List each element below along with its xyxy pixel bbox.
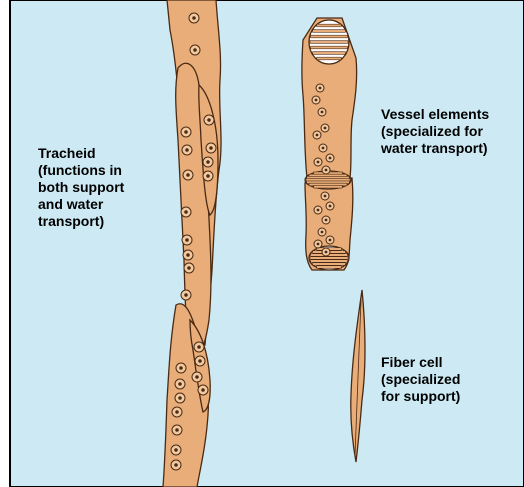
pit-mark <box>183 170 193 180</box>
pit-mark <box>313 131 321 139</box>
perforation-plate <box>309 20 349 64</box>
pit-mark <box>172 425 182 435</box>
pit-mark <box>192 372 202 382</box>
pit-mark <box>183 250 193 260</box>
vessel-label-line: Vessel elements <box>381 106 489 123</box>
pit-mark <box>176 363 186 373</box>
pit-mark <box>181 127 191 137</box>
tracheid-label-line: transport) <box>38 213 124 230</box>
pit-mark <box>314 240 322 248</box>
pit-mark <box>321 124 329 132</box>
pit-mark <box>182 145 192 155</box>
pit-mark <box>171 445 181 455</box>
pit-mark <box>314 206 322 214</box>
tracheid-label-line: and water <box>38 196 124 213</box>
pit-mark <box>322 248 330 256</box>
pit-mark <box>172 407 182 417</box>
pit-mark <box>314 158 322 166</box>
pit-mark <box>321 192 329 200</box>
pit-mark <box>319 144 327 152</box>
pit-mark <box>206 143 216 153</box>
pit-mark <box>181 290 191 300</box>
pit-mark <box>318 228 326 236</box>
fiber-label-line: (specialized <box>381 371 460 388</box>
pit-mark <box>326 202 334 210</box>
fiber-label-line: Fiber cell <box>381 354 460 371</box>
pit-mark <box>204 115 214 125</box>
diagram-background <box>10 0 524 487</box>
pit-mark <box>322 216 330 224</box>
pit-mark <box>175 379 185 389</box>
pit-mark <box>189 13 199 23</box>
fiber-cell-label: Fiber cell (specialized for support) <box>381 354 460 405</box>
pit-mark <box>175 393 185 403</box>
pit-mark <box>203 157 213 167</box>
tracheid-label-line: (functions in <box>38 162 124 179</box>
pit-mark <box>182 235 192 245</box>
fiber-label-line: for support) <box>381 388 460 405</box>
pit-mark <box>198 385 208 395</box>
pit-mark <box>171 460 181 470</box>
pit-mark <box>322 166 330 174</box>
pit-mark <box>195 356 205 366</box>
pit-mark <box>184 263 194 273</box>
vessel-elements-group <box>302 18 357 270</box>
pit-mark <box>318 108 326 116</box>
tracheid-label-line: both support <box>38 179 124 196</box>
pit-mark <box>326 236 334 244</box>
pit-mark <box>203 171 213 181</box>
tracheid-label: Tracheid (functions in both support and … <box>38 145 124 230</box>
pit-mark <box>326 154 334 162</box>
pit-mark <box>312 96 320 104</box>
vessel-elements-label: Vessel elements (specialized for water t… <box>381 106 489 157</box>
vessel-label-line: (specialized for <box>381 123 489 140</box>
pit-mark <box>190 45 200 55</box>
tracheid-label-line: Tracheid <box>38 145 124 162</box>
pit-mark <box>316 84 324 92</box>
vessel-label-line: water transport) <box>381 140 489 157</box>
pit-mark <box>194 342 204 352</box>
pit-mark <box>181 207 191 217</box>
